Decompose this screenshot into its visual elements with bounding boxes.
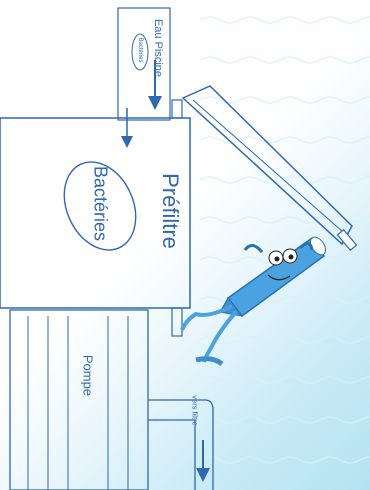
inlet-bacteria-badge-outline [131,33,149,71]
outlet-pipe [148,399,214,490]
pump-body [9,309,149,490]
mascot-illustration [180,236,327,367]
flow-arrow-icon [196,440,210,482]
pump-label: Pompe [80,354,96,397]
outlet-label: vers filtre [190,395,200,426]
inlet-label: Eau Piscine [152,18,164,78]
bacteria-bubble [63,161,137,251]
pump-fins [27,316,129,490]
prefilter-flange-bottom [171,307,183,337]
prefilter-basket [0,117,191,309]
prefilter-title: Préfiltre [158,173,183,249]
flow-arrow-icon [121,108,133,148]
water-texture [200,0,370,490]
prefilter-flange-top [171,99,183,119]
inlet-pipe [117,7,171,121]
inlet-bacteria-badge: Bactéries [137,37,143,63]
prefilter-lid [181,85,358,252]
bacteria-label: Bactéries [90,165,111,242]
flow-arrow-icon [148,60,162,110]
